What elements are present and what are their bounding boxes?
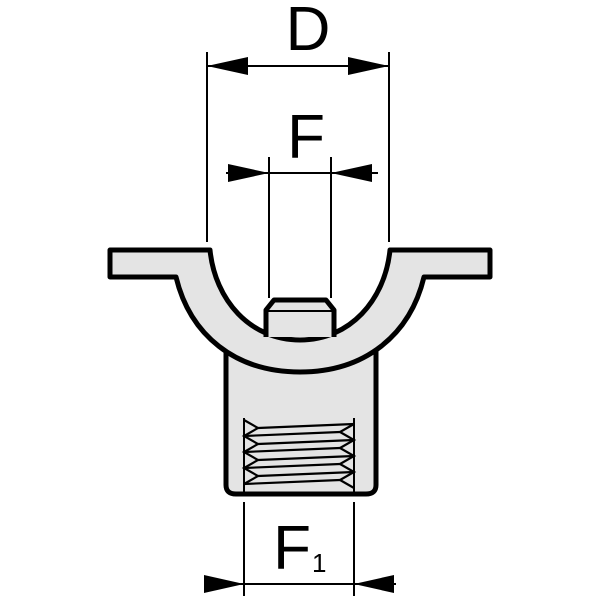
dimension-f: F: [226, 103, 378, 298]
part-body: [107, 247, 493, 497]
thread-line-6: [243, 446, 341, 454]
thread-line-4: [257, 470, 355, 478]
shank: [223, 347, 379, 497]
arrowhead-f1-right: [354, 575, 394, 593]
dimension-label-f1-subscript: 1: [312, 548, 326, 578]
thread-line-5: [243, 430, 341, 438]
flange-cup: [107, 247, 493, 375]
dimension-f1: F 1: [204, 502, 396, 596]
arrowhead-d-left: [207, 57, 248, 75]
arrowhead-d-right: [348, 57, 389, 75]
arrowhead-f-left: [228, 164, 269, 182]
thread-line-7: [243, 462, 341, 470]
dimension-label-f1: F: [273, 514, 311, 583]
internal-thread: [241, 418, 357, 492]
thread-line-2: [257, 438, 355, 446]
arrowhead-f1-left: [204, 575, 244, 593]
thread-line-3: [257, 454, 355, 462]
dimension-label-d: D: [286, 0, 331, 64]
dimension-label-f: F: [287, 103, 325, 172]
center-pin: [263, 297, 337, 337]
arrowhead-f-right: [331, 164, 372, 182]
thread-line-8: [243, 478, 341, 486]
thread-line-1: [257, 422, 355, 430]
dimension-d: D: [206, 0, 390, 242]
